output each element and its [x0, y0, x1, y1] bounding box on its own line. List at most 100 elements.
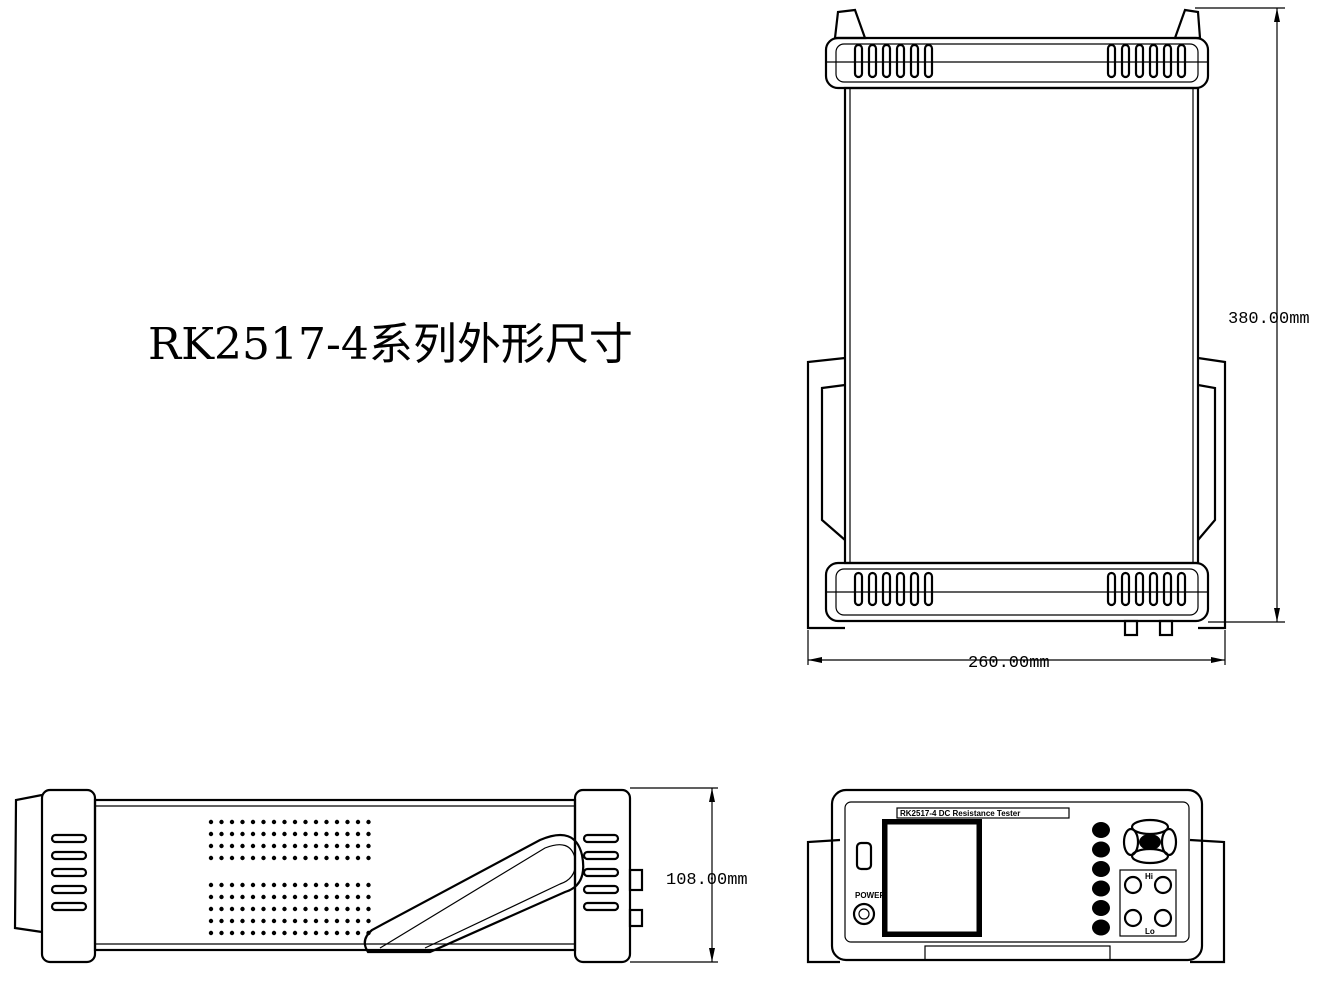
- vent-hole: [366, 930, 371, 936]
- vent-hole: [219, 906, 224, 912]
- vent-hole: [345, 819, 350, 825]
- vent-hole: [292, 843, 298, 849]
- vent-hole: [208, 930, 214, 936]
- vent-hole: [282, 918, 287, 924]
- vent-slot: [909, 571, 920, 607]
- vent-hole: [324, 906, 329, 912]
- vent-hole: [366, 906, 371, 912]
- vent-hole: [219, 831, 224, 837]
- vent-slot: [881, 571, 892, 607]
- vent-hole: [313, 855, 319, 861]
- vent-hole: [313, 819, 319, 825]
- vent-slot: [909, 43, 920, 79]
- vent-hole: [261, 831, 266, 837]
- vent-hole: [324, 882, 329, 888]
- vent-hole: [355, 819, 361, 825]
- vent-hole: [250, 831, 256, 837]
- vent-hole: [261, 930, 266, 936]
- vent-hole: [282, 906, 287, 912]
- vent-slot: [881, 43, 892, 79]
- vent-slot: [895, 571, 906, 607]
- vent-hole: [313, 930, 319, 936]
- vent-slot: [1148, 43, 1159, 79]
- vent-hole: [292, 930, 298, 936]
- vent-hole: [208, 819, 214, 825]
- vent-hole: [240, 819, 245, 825]
- vent-hole: [282, 894, 287, 900]
- vent-hole: [240, 882, 245, 888]
- drawing-title: RK2517-4系列外形尺寸: [148, 319, 633, 370]
- vent-hole: [366, 855, 371, 861]
- vent-hole: [271, 855, 277, 861]
- dimension-width: 260.00mm: [807, 630, 1226, 673]
- vent-slot: [50, 833, 88, 844]
- vent-hole: [240, 930, 245, 936]
- vent-slot: [582, 833, 620, 844]
- vent-hole: [345, 894, 350, 900]
- vent-hole: [345, 918, 350, 924]
- function-key: [1092, 822, 1110, 838]
- vent-hole: [334, 918, 340, 924]
- dimension-depth: 380.00mm: [1195, 7, 1310, 623]
- vent-hole: [208, 855, 214, 861]
- vent-hole: [334, 831, 340, 837]
- vent-hole: [229, 906, 235, 912]
- vent-slot: [582, 884, 620, 895]
- vent-hole: [355, 894, 361, 900]
- hi-label: Hi: [1145, 872, 1153, 881]
- function-key: [1092, 841, 1110, 858]
- vent-slot: [1106, 43, 1117, 79]
- vent-slot: [1134, 571, 1145, 607]
- vent-hole: [303, 843, 308, 849]
- vent-hole: [324, 819, 329, 825]
- vent-hole: [366, 819, 371, 825]
- vent-slot: [582, 901, 620, 912]
- vent-hole: [240, 906, 245, 912]
- vent-hole: [229, 918, 235, 924]
- vent-slot: [1162, 43, 1173, 79]
- vent-slot: [50, 850, 88, 861]
- vent-hole: [355, 855, 361, 861]
- vent-slot: [50, 884, 88, 895]
- vent-hole: [208, 831, 214, 837]
- vent-hole: [282, 882, 287, 888]
- vent-hole: [240, 894, 245, 900]
- vent-hole: [303, 906, 308, 912]
- vent-slot: [1120, 571, 1131, 607]
- dimension-height: 108.00mm: [630, 787, 748, 963]
- vent-slot: [1134, 43, 1145, 79]
- vent-hole: [303, 831, 308, 837]
- vent-hole: [324, 843, 329, 849]
- vent-hole: [250, 894, 256, 900]
- vent-hole: [303, 882, 308, 888]
- lo-label: Lo: [1145, 927, 1155, 936]
- vent-hole: [261, 918, 266, 924]
- vent-hole: [366, 918, 371, 924]
- vent-hole: [261, 894, 266, 900]
- vent-hole: [229, 843, 235, 849]
- vent-hole: [355, 882, 361, 888]
- height-label: 108.00mm: [666, 871, 748, 890]
- vent-hole: [271, 918, 277, 924]
- function-key: [1092, 919, 1110, 936]
- vent-slot: [853, 43, 864, 79]
- vent-hole: [271, 831, 277, 837]
- front-view: RK2517-4 DC Resistance Tester POWER Hi L…: [806, 788, 1226, 964]
- vent-hole: [313, 831, 319, 837]
- vent-hole: [313, 918, 319, 924]
- top-view: [806, 8, 1227, 637]
- vent-hole: [355, 831, 361, 837]
- vent-slot: [895, 43, 906, 79]
- vent-hole: [219, 855, 224, 861]
- vent-hole: [250, 855, 256, 861]
- vent-hole: [303, 930, 308, 936]
- vent-hole: [208, 918, 214, 924]
- vent-hole: [366, 831, 371, 837]
- vent-hole: [282, 930, 287, 936]
- side-view: [13, 788, 644, 964]
- function-key: [1092, 900, 1110, 916]
- vent-slot: [1120, 43, 1131, 79]
- vent-hole: [261, 843, 266, 849]
- function-key: [1092, 880, 1110, 897]
- vent-slot: [1176, 43, 1187, 79]
